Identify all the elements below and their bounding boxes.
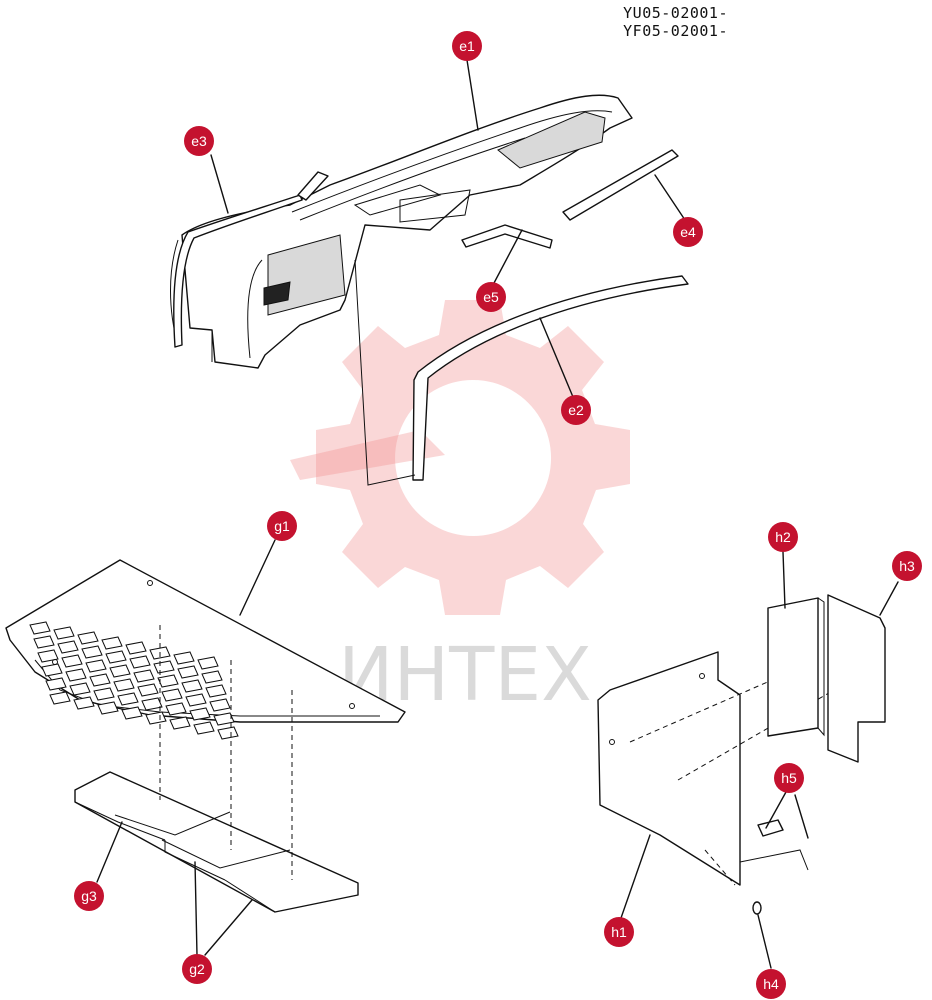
floor-plate-slot — [29, 621, 51, 635]
floor-plate-slot — [189, 707, 211, 721]
part-g-pads — [74, 771, 359, 913]
svg-text:h5: h5 — [781, 770, 797, 786]
floor-plate-slot — [129, 655, 151, 669]
floor-plate-slot — [41, 663, 63, 677]
floor-plate-slot — [97, 701, 119, 715]
floor-plate-slot — [93, 687, 115, 701]
floor-plate-slot — [173, 651, 195, 665]
svg-text:e5: e5 — [483, 289, 499, 305]
floor-plate-slot — [69, 682, 91, 696]
callout-g3[interactable]: g3 — [74, 881, 104, 911]
part-e5-bracket — [461, 224, 553, 249]
callout-h4[interactable]: h4 — [756, 969, 786, 999]
part-h5-clip — [757, 819, 784, 837]
svg-text:g3: g3 — [81, 888, 97, 904]
floor-plate-slot — [209, 698, 231, 712]
svg-text:e4: e4 — [680, 224, 696, 240]
floor-plate-slot — [61, 654, 83, 668]
floor-plate-slot — [141, 697, 163, 711]
callout-e3[interactable]: e3 — [184, 126, 214, 156]
part-e4-strip — [562, 149, 679, 221]
floor-plate-slot — [33, 635, 55, 649]
serial-number-1: YU05-02001- — [623, 4, 728, 22]
svg-text:e3: e3 — [191, 133, 207, 149]
floor-plate-slot — [153, 660, 175, 674]
callout-g1[interactable]: g1 — [267, 511, 297, 541]
floor-plate-slot — [133, 669, 155, 683]
callout-h2[interactable]: h2 — [768, 522, 798, 552]
floor-plate-slot — [177, 665, 199, 679]
part-e1-dash-panel — [170, 94, 633, 369]
part-h2-pad — [767, 597, 825, 737]
floor-plate-slot — [157, 674, 179, 688]
part-h1-side-panel — [597, 651, 856, 886]
svg-text:h3: h3 — [899, 558, 915, 574]
floor-plate-slot — [37, 649, 59, 663]
watermark-gear-icon — [290, 300, 630, 615]
serial-number-2: YF05-02001- — [623, 22, 728, 40]
part-h4-fastener — [752, 901, 762, 915]
floor-plate-slot — [77, 631, 99, 645]
floor-plate-slot — [53, 626, 75, 640]
floor-plate-slot — [185, 693, 207, 707]
floor-plate-slot — [137, 683, 159, 697]
callout-h1[interactable]: h1 — [604, 917, 634, 947]
callout-g2[interactable]: g2 — [182, 954, 212, 984]
svg-text:g1: g1 — [274, 518, 290, 534]
floor-plate-slot — [101, 636, 123, 650]
floor-plate-slot — [105, 650, 127, 664]
floor-plate-slot — [57, 640, 79, 654]
callout-h5[interactable]: h5 — [774, 763, 804, 793]
floor-plate-slot — [201, 670, 223, 684]
part-g1-floor-plate — [5, 559, 406, 740]
svg-text:h4: h4 — [763, 976, 779, 992]
floor-plate-slot — [89, 673, 111, 687]
svg-text:h2: h2 — [775, 529, 791, 545]
svg-text:e2: e2 — [568, 402, 584, 418]
svg-text:h1: h1 — [611, 924, 627, 940]
callout-e1[interactable]: e1 — [452, 31, 482, 61]
floor-plate-slot — [193, 721, 215, 735]
floor-plate-slot — [165, 702, 187, 716]
floor-plate-slot — [169, 716, 191, 730]
svg-text:g2: g2 — [189, 961, 205, 977]
floor-plate-slot — [121, 706, 143, 720]
callout-e5[interactable]: e5 — [476, 282, 506, 312]
part-e2-weatherstrip — [412, 275, 689, 481]
floor-plate-slot — [45, 677, 67, 691]
callout-e2[interactable]: e2 — [561, 395, 591, 425]
floor-plate-slot — [73, 696, 95, 710]
floor-plate-slot — [161, 688, 183, 702]
floor-plate-slot — [197, 656, 219, 670]
part-h3-pad — [827, 594, 886, 763]
floor-plate-slot — [113, 678, 135, 692]
floor-plate-slot — [125, 641, 147, 655]
floor-plate-slot — [65, 668, 87, 682]
floor-plate-slot — [81, 645, 103, 659]
part-e3-seal — [173, 171, 329, 348]
floor-plate-slot — [181, 679, 203, 693]
floor-plate-slot — [205, 684, 227, 698]
callout-e4[interactable]: e4 — [673, 217, 703, 247]
floor-plate-slot — [109, 664, 131, 678]
floor-plate-slot — [217, 726, 239, 740]
floor-plate-slot — [213, 712, 235, 726]
floor-plate-slot — [49, 691, 71, 705]
svg-text:e1: e1 — [459, 38, 475, 54]
floor-plate-slot — [145, 711, 167, 725]
callout-h3[interactable]: h3 — [892, 551, 922, 581]
floor-plate-slot — [85, 659, 107, 673]
floor-plate-slot — [117, 692, 139, 706]
